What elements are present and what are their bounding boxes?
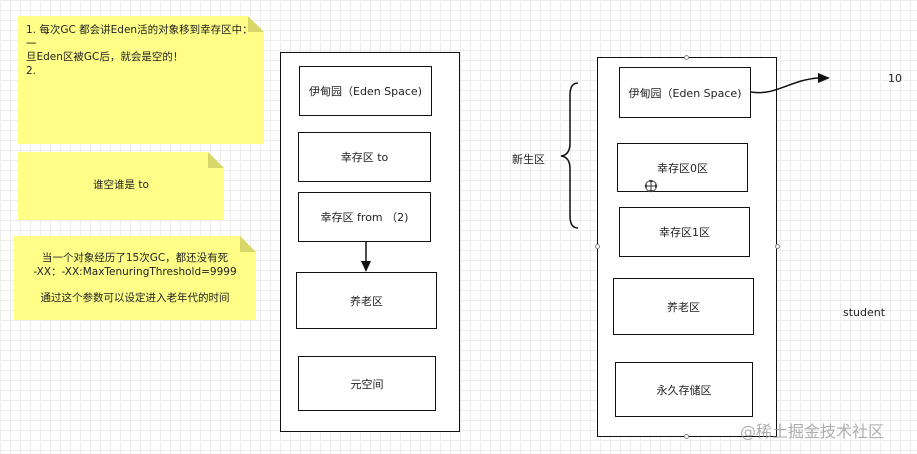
tenure-threshold-note[interactable]: 当一个对象经历了15次GC，都还没有死 -XX：-XX:MaxTenuringT… xyxy=(14,236,256,320)
empty-survivor-note-text: 谁空谁是 to xyxy=(93,179,149,191)
note-fold xyxy=(240,236,256,252)
resize-handle-right[interactable] xyxy=(775,244,780,249)
left-survivor-to-box[interactable]: 幸存区 to xyxy=(298,132,431,182)
tenure-note-line3: 通过这个参数可以设定进入老年代的时间 xyxy=(40,292,230,304)
right-permanent-box[interactable]: 永久存储区 xyxy=(615,362,753,417)
value-10-label: 10 xyxy=(888,72,902,85)
gc-note-line1: 1. 每次GC 都会讲Eden活的对象移到幸存区中：一 xyxy=(26,24,253,50)
left-eden-box[interactable]: 伊甸园（Eden Space) xyxy=(299,66,432,116)
right-eden-box[interactable]: 伊甸园（Eden Space) xyxy=(619,67,751,118)
watermark: @稀土掘金技术社区 xyxy=(740,422,885,441)
gc-note[interactable]: 1. 每次GC 都会讲Eden活的对象移到幸存区中：一 旦Eden区被GC后，就… xyxy=(18,16,264,144)
right-survivor0-box[interactable]: 幸存区0区 xyxy=(617,143,748,192)
empty-survivor-note[interactable]: 谁空谁是 to xyxy=(18,152,224,220)
arrowhead-right xyxy=(818,73,830,83)
young-gen-label: 新生区 xyxy=(512,153,545,166)
right-old-gen-box[interactable]: 养老区 xyxy=(613,278,754,335)
resize-handle-left[interactable] xyxy=(595,244,600,249)
tenure-note-line1: 当一个对象经历了15次GC，都还没有死 xyxy=(41,252,229,264)
gc-note-line3: 2. xyxy=(26,64,37,77)
young-gen-brace xyxy=(560,82,579,229)
resize-handle-bottom[interactable] xyxy=(684,434,689,439)
right-survivor1-box[interactable]: 幸存区1区 xyxy=(619,207,750,257)
student-label: student xyxy=(843,306,886,319)
resize-handle-top[interactable] xyxy=(684,55,689,60)
left-survivor-from-box[interactable]: 幸存区 from （2) xyxy=(298,192,431,242)
left-old-gen-box[interactable]: 养老区 xyxy=(296,272,437,329)
left-metaspace-box[interactable]: 元空间 xyxy=(298,356,436,411)
tenure-note-line2: -XX：-XX:MaxTenuringThreshold=9999 xyxy=(33,265,237,278)
note-fold xyxy=(208,152,224,168)
gc-note-line2: 旦Eden区被GC后，就会是空的！ xyxy=(26,51,184,63)
